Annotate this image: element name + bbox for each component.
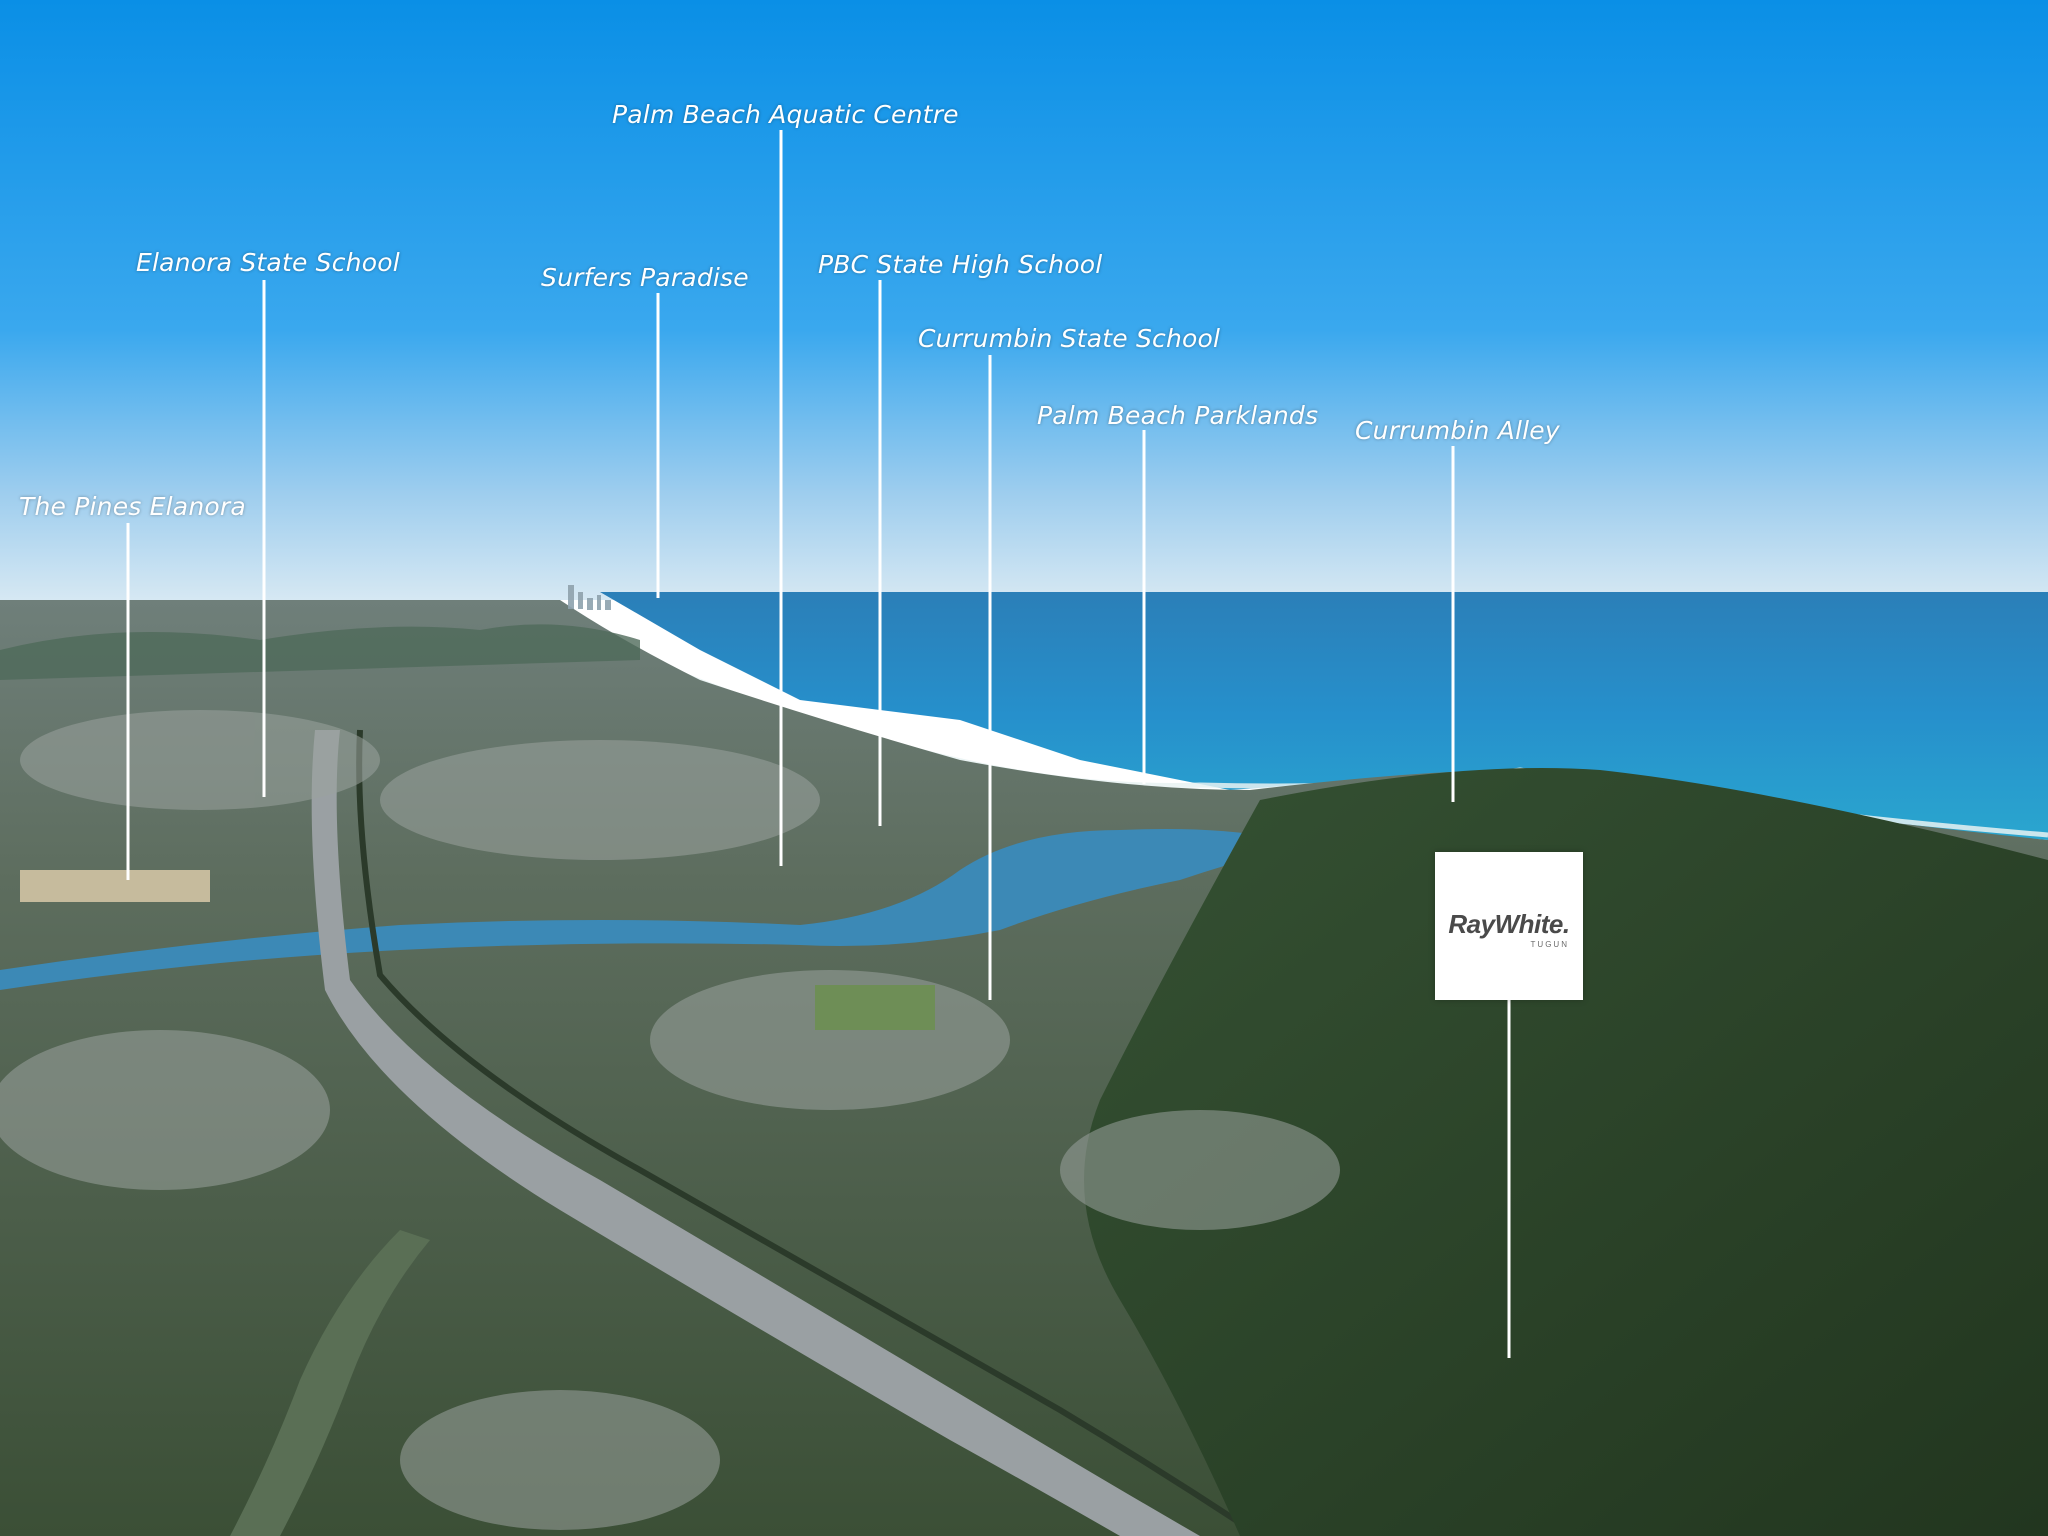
ray-white-logo: RayWhite. TUGUN <box>1435 852 1583 1000</box>
ocean <box>600 592 2048 840</box>
suburb-patches <box>0 710 1340 1530</box>
label-palm-beach-parklands: Palm Beach Parklands <box>1037 401 1319 430</box>
label-elanora-state-school: Elanora State School <box>136 248 400 277</box>
label-pbc-state-high-school: PBC State High School <box>818 250 1103 279</box>
label-the-pines-elanora: The Pines Elanora <box>19 492 246 521</box>
sports-field <box>20 870 210 902</box>
label-currumbin-state-school: Currumbin State School <box>918 324 1221 353</box>
creek <box>230 1230 430 1536</box>
motorway <box>311 730 1201 1536</box>
motorway-barrier <box>356 729 1262 1536</box>
forest-headland <box>1084 768 2048 1536</box>
logo-office-text: TUGUN <box>1530 940 1569 949</box>
label-surfers-paradise: Surfers Paradise <box>541 263 749 292</box>
label-currumbin-alley: Currumbin Alley <box>1355 416 1560 445</box>
label-palm-beach-aquatic-centre: Palm Beach Aquatic Centre <box>612 100 959 129</box>
oval <box>815 985 935 1030</box>
skyline <box>568 585 611 610</box>
logo-brand-text: RayWhite. <box>1448 909 1570 939</box>
sky <box>0 0 2048 600</box>
distant-hills <box>0 624 640 680</box>
